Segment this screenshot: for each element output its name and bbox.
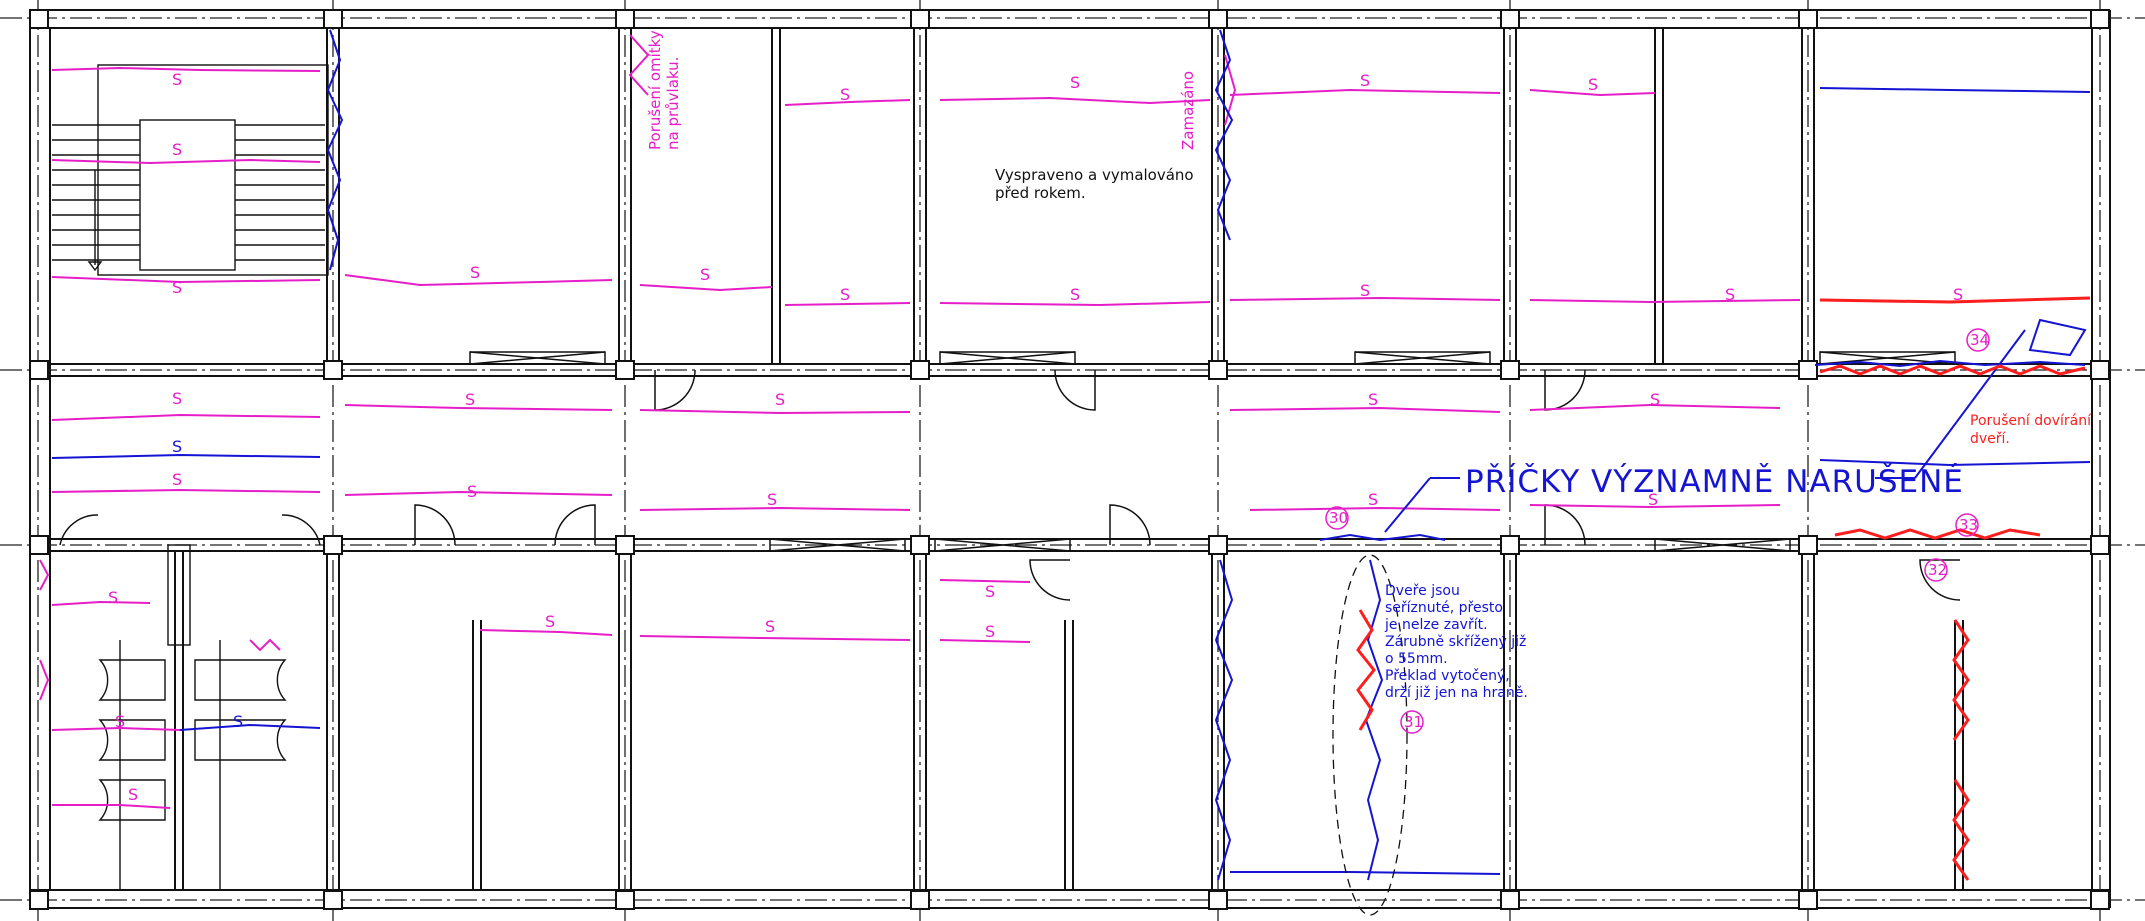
annotation-plaster-damage: Porušení omítky na průvlaku. bbox=[646, 30, 682, 150]
door-closing-note-line2: dveří. bbox=[1970, 431, 2010, 447]
crack-symbol: S bbox=[1368, 490, 1378, 509]
crack-symbol: S bbox=[233, 712, 243, 731]
structure-partitions bbox=[174, 28, 1964, 890]
door-closing-note-line1: Porušení dovírání bbox=[1970, 413, 2092, 429]
crack-symbol: S bbox=[1650, 390, 1660, 409]
marker-30: 30 bbox=[1325, 506, 1349, 530]
crack-symbol: S bbox=[1070, 73, 1080, 92]
crack-symbol: S bbox=[128, 785, 138, 804]
crack-symbol: S bbox=[1725, 285, 1735, 304]
door-note-line: o 55mm. bbox=[1385, 651, 1448, 667]
door-note-line: je nelze zavřít. bbox=[1384, 617, 1488, 633]
crack-symbol: S bbox=[172, 389, 182, 408]
crack-symbols: S S S S S S S S S S S S S S S S S S S S … bbox=[108, 70, 1963, 804]
plaster-damage-line1: Porušení omítky bbox=[646, 30, 664, 150]
crack-symbol: S bbox=[115, 712, 125, 731]
crack-symbol: S bbox=[108, 588, 118, 607]
magenta-cracks bbox=[39, 34, 1801, 809]
staircase bbox=[52, 64, 329, 276]
structure-doors bbox=[59, 369, 1961, 601]
crack-symbol: S bbox=[700, 265, 710, 284]
marker-33: 33 bbox=[1955, 513, 1979, 537]
crack-symbol: S bbox=[470, 263, 480, 282]
plaster-damage-line2: na průvlaku. bbox=[664, 57, 682, 150]
crack-symbol: S bbox=[1588, 75, 1598, 94]
crack-symbol: S bbox=[840, 85, 850, 104]
marker-34: 34 bbox=[1966, 328, 1990, 352]
structure-corridor-walls bbox=[50, 363, 2092, 552]
crack-symbol: S bbox=[765, 617, 775, 636]
red-cracks bbox=[1356, 296, 2091, 881]
door-note-line: Zárubně skřížený již bbox=[1385, 634, 1526, 650]
crack-symbol: S bbox=[1070, 285, 1080, 304]
repaired-note-line1: Vyspraveno a vymalováno bbox=[995, 166, 1194, 184]
door-note: Dveře jsou seříznuté, přesto je nelze za… bbox=[1384, 583, 1528, 701]
crack-symbol: S bbox=[767, 490, 777, 509]
crack-symbol: S bbox=[172, 470, 182, 489]
door-note-line: Překlad vytočený, bbox=[1385, 668, 1510, 684]
annotation-plastered: Zamazáno bbox=[1179, 71, 1197, 150]
structure-outer-walls bbox=[29, 9, 2111, 909]
svg-text:34: 34 bbox=[1970, 331, 1989, 349]
svg-text:32: 32 bbox=[1928, 561, 1947, 579]
crack-symbol: S bbox=[840, 285, 850, 304]
crack-symbol: S bbox=[1360, 281, 1370, 300]
door-note-line: Dveře jsou bbox=[1385, 583, 1460, 599]
crack-symbol: S bbox=[1648, 490, 1658, 509]
crack-symbol: S bbox=[985, 622, 995, 641]
restroom-fixtures bbox=[98, 544, 287, 890]
crack-symbol: S bbox=[1360, 71, 1370, 90]
door-note-line: drží již jen na hraně. bbox=[1385, 685, 1528, 701]
crack-symbol: S bbox=[172, 70, 182, 89]
svg-text:33: 33 bbox=[1959, 516, 1978, 534]
partitions-damaged-title: PŘÍČKY VÝZNAMNĚ NARUŠENÉ bbox=[1465, 463, 1964, 500]
door-note-line: seříznuté, přesto bbox=[1385, 600, 1503, 616]
crack-symbol: S bbox=[1953, 285, 1963, 304]
structure-columns bbox=[29, 9, 2110, 910]
crack-symbol: S bbox=[545, 612, 555, 631]
crack-symbol: S bbox=[465, 390, 475, 409]
marker-32: 32 bbox=[1924, 558, 1948, 582]
markers: 30 31 32 33 34 bbox=[1325, 328, 1990, 734]
plastered-label: Zamazáno bbox=[1179, 71, 1197, 150]
svg-text:31: 31 bbox=[1404, 713, 1423, 731]
marker-31: 31 bbox=[1400, 710, 1424, 734]
crack-symbol: S bbox=[985, 582, 995, 601]
repaired-note-line2: před rokem. bbox=[995, 184, 1086, 202]
svg-text:30: 30 bbox=[1329, 509, 1348, 527]
crack-symbol: S bbox=[172, 278, 182, 297]
crack-symbol: S bbox=[172, 437, 182, 456]
crack-symbol: S bbox=[467, 482, 477, 501]
crack-symbol: S bbox=[172, 140, 182, 159]
blue-cracks bbox=[51, 29, 2091, 916]
crack-symbol: S bbox=[1368, 390, 1378, 409]
crack-symbol: S bbox=[775, 390, 785, 409]
